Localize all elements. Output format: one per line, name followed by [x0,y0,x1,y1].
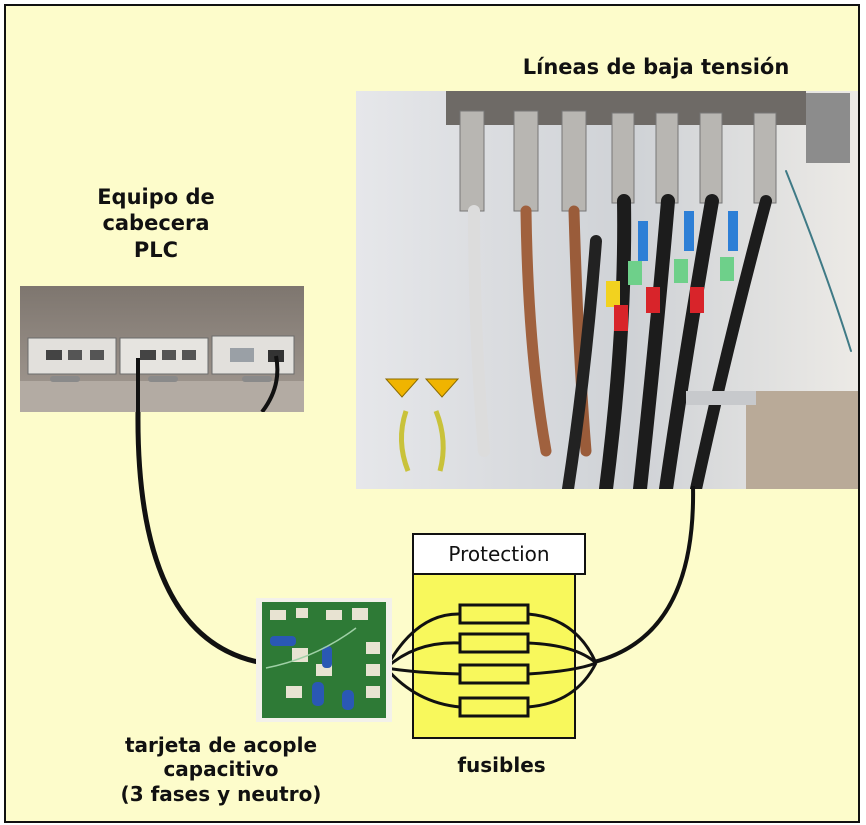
plc-head-label-line2: cabecera [102,211,210,236]
plc-head-label-line3: PLC [133,237,179,262]
coupler-card-label: tarjeta de acople capacitivo (3 fases y … [96,733,346,806]
diagram-frame: Líneas de baja tensión Equipo de cabecer… [4,4,860,823]
fuses-label: fusibles [457,753,546,777]
coupler-card-label-line1: tarjeta de acople [124,733,318,757]
protection-label-box: Protection [412,533,586,575]
coupler-card-photo [256,598,392,722]
fuse-symbol [458,632,530,654]
lv-panel-photo [356,91,858,489]
fuse-symbol [458,696,530,718]
fuse-symbol [458,663,530,685]
lv-lines-label: Líneas de baja tensión [522,55,790,79]
fuse-panel [386,573,598,739]
plc-head-label: Equipo de cabecera PLC [61,184,251,263]
fuse-symbol [458,603,530,625]
cable-panel-to-fuses [593,486,696,664]
coupler-card-label-line3: (3 fases y neutro) [120,781,322,806]
cable-head-to-coupler [135,411,259,665]
coupler-card-label-line2: capacitivo [163,757,279,782]
fuse-symbols [458,603,530,718]
plc-head-label-line1: Equipo de [97,185,215,209]
plc-head-photo [20,286,304,412]
protection-label: Protection [448,542,550,566]
